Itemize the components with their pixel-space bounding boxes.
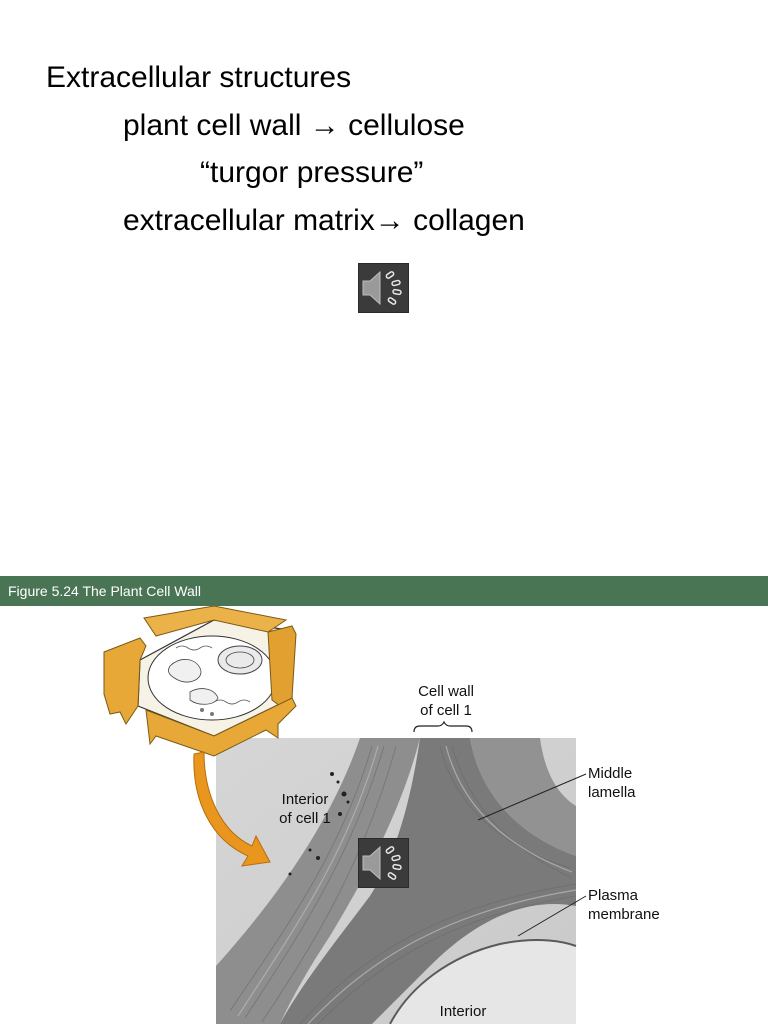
plasma-membrane-leader — [517, 895, 587, 937]
label-interior1-line1: Interior — [281, 791, 329, 808]
zoom-arrow — [193, 751, 271, 867]
slide-heading: Extracellular structures — [46, 61, 352, 94]
plant-cell-wall-illustration — [103, 606, 587, 1024]
figure-caption-bar: Figure 5.24 The Plant Cell Wall — [0, 576, 768, 606]
label-interior1-line2: of cell 1 — [279, 810, 331, 827]
label-cell-wall-line2: of cell 1 — [420, 702, 472, 719]
slide-bullet-turgor: “turgor pressure” — [200, 156, 424, 189]
label-middle-line1: Middle — [588, 765, 633, 782]
middle-lamella-leader — [477, 773, 587, 821]
speaker-icon — [362, 845, 402, 881]
plant-cell-box-illustration — [103, 606, 297, 757]
label-plasma-line2: membrane — [588, 906, 660, 923]
label-plasma-line1: Plasma — [588, 887, 639, 904]
audio-speaker-icon[interactable] — [358, 263, 409, 313]
audio-speaker-icon-figure[interactable] — [358, 838, 409, 888]
cell-wall-bracket — [413, 720, 473, 733]
slide-bullet-cell-wall: plant cell wall → cellulose — [123, 109, 465, 142]
interior-cell-2 — [390, 940, 576, 1024]
speaker-icon — [362, 270, 402, 306]
label-interior-cell-1: Interior of cell 1 — [268, 790, 342, 828]
label-middle-line2: lamella — [588, 784, 636, 801]
slide-top: Extracellular structures plant cell wall… — [46, 61, 525, 313]
slide-bullet-matrix: extracellular matrix→ collagen — [123, 204, 525, 237]
label-plasma-membrane: Plasma membrane — [588, 886, 660, 924]
label-cell-wall-line1: Cell wall — [418, 683, 474, 700]
label-middle-lamella: Middle lamella — [588, 764, 636, 802]
label-interior-cell-2: Interior — [439, 1003, 487, 1020]
cell-wall-band-right — [470, 738, 576, 856]
cell-wall-band-left — [216, 738, 420, 1024]
label-cell-wall: Cell wall of cell 1 — [404, 682, 488, 720]
figure-area: Cell wall of cell 1 Interior of cell 1 M… — [0, 606, 768, 1024]
